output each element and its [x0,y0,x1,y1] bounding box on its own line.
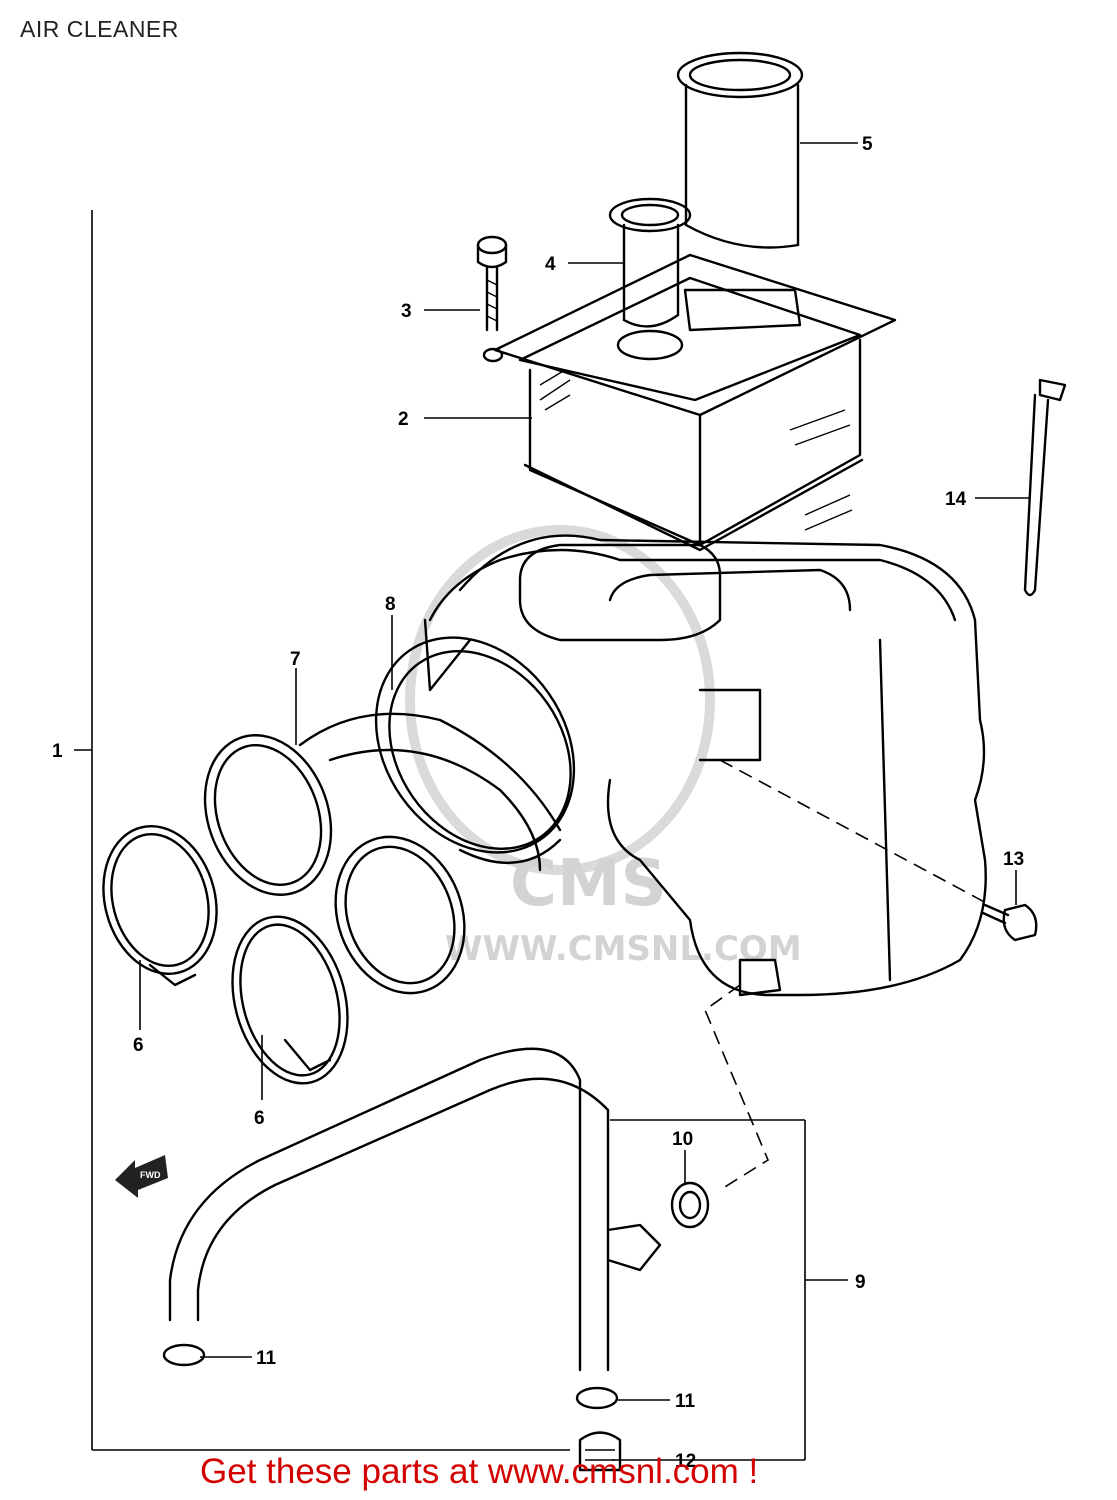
watermark-url: WWW.CMSNL.COM [445,929,802,969]
callout-6a: 6 [133,1035,144,1056]
intake-snorkel [676,51,804,249]
leader-lines [139,142,1030,1461]
small-clip-left [162,1343,206,1367]
page-title: AIR CLEANER [20,16,179,42]
callout-4: 4 [545,254,556,275]
cable-tie [1023,378,1067,597]
callout-11a: 11 [256,1348,277,1369]
callout-5: 5 [862,134,873,155]
callout-1: 1 [52,741,63,762]
assembly-bracket [74,210,570,1451]
hose-clamp-lower [231,915,349,1085]
intake-tube [608,197,692,328]
filter-element [493,253,897,552]
callout-13: 13 [1003,849,1024,870]
callout-labels: 1 2 3 4 5 6 6 7 8 9 10 11 11 12 13 14 [52,134,1024,1472]
callout-7: 7 [290,649,301,670]
callout-6b: 6 [254,1108,265,1129]
hose-clip [670,1181,710,1229]
callout-8: 8 [385,594,396,615]
fwd-label: FWD [140,1170,161,1180]
drain-hose [168,1047,662,1372]
callout-2: 2 [398,409,409,430]
screw-icon [476,235,508,363]
cms-watermark: CMS WWW.CMSNL.COM [405,525,802,969]
air-box-housing [423,534,987,997]
fwd-arrow-icon: FWD [115,1155,168,1198]
intake-boot [203,712,562,995]
footer-promo-link[interactable]: Get these parts at www.cmsnl.com ! [200,1452,759,1491]
callout-11b: 11 [675,1391,696,1412]
drain-plug [578,1431,622,1472]
callout-12: 12 [675,1451,696,1472]
small-clip-right [575,1386,619,1410]
callout-14: 14 [945,489,967,510]
clamp-ring [374,636,576,854]
bolt-icon [981,903,1038,942]
hose-clamp-upper [102,824,218,987]
callout-9: 9 [855,1272,866,1293]
callout-10: 10 [672,1129,693,1150]
callout-3: 3 [401,301,412,322]
